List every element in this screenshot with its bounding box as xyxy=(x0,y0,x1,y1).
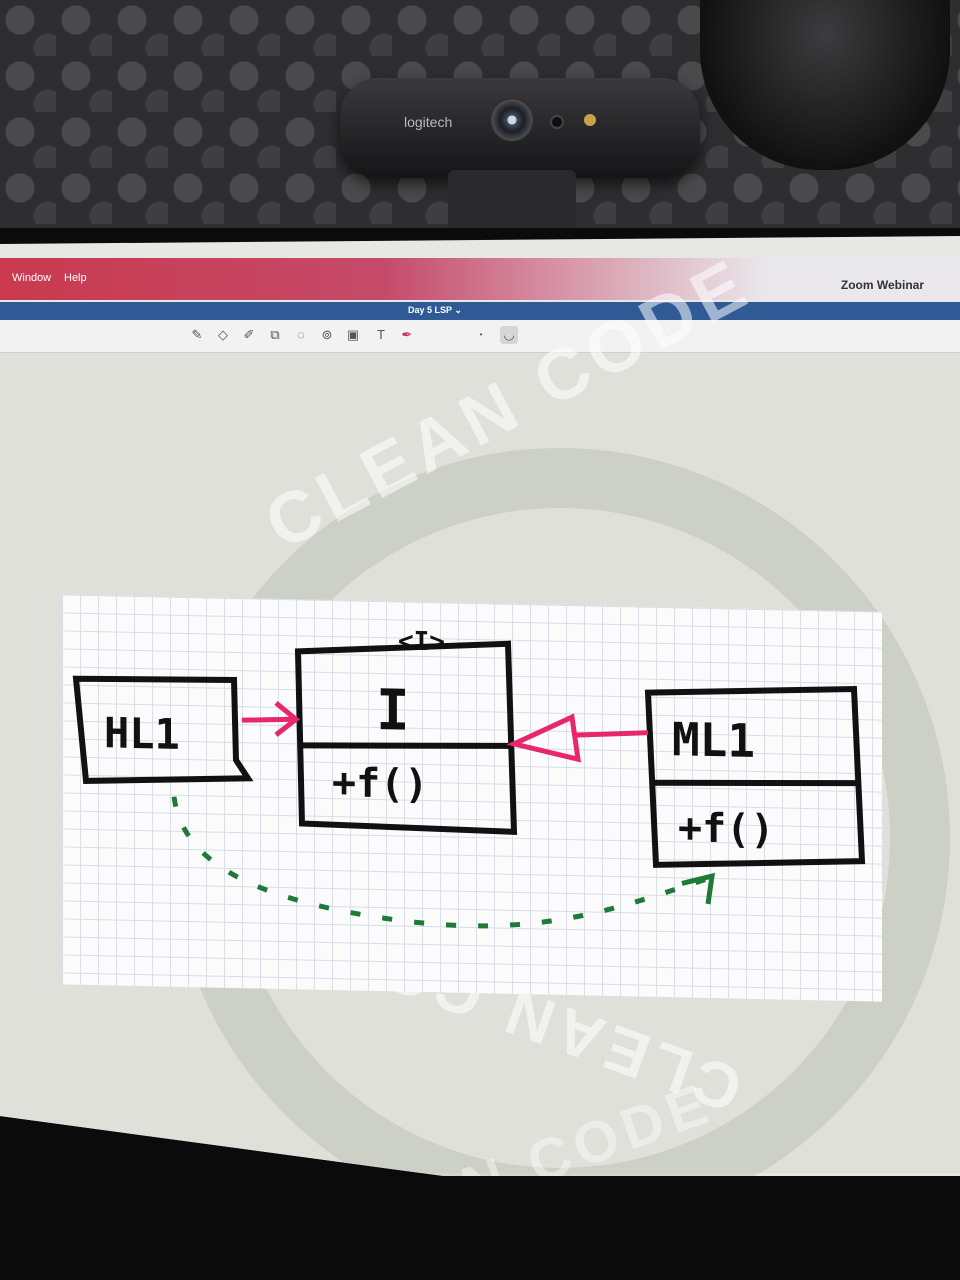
color-icon[interactable]: ✒ xyxy=(401,327,413,342)
whiteboard-canvas[interactable]: CLEAN CODE CLEAN CODE CLEAN CODE HL1 <I>… xyxy=(0,243,960,1176)
interface-label: I xyxy=(376,678,410,744)
dependency-line xyxy=(171,796,711,929)
impl-box xyxy=(644,685,866,868)
monitor-screen: Window Help Zoom Webinar Day 5 LSP ⌄ ✎ ◇… xyxy=(0,236,960,1176)
menu-help[interactable]: Help xyxy=(64,272,87,284)
text-icon[interactable]: T xyxy=(377,327,385,342)
document-title[interactable]: Day 5 LSP ⌄ xyxy=(408,305,462,315)
association-line xyxy=(241,716,295,723)
highlighter-icon[interactable]: ✐ xyxy=(243,327,255,342)
client-box xyxy=(72,675,254,784)
uml-diagram: HL1 <I> I +f() ML1 +f() xyxy=(72,626,866,929)
document-tabbar: Day 5 LSP ⌄ xyxy=(0,302,960,320)
interface-method: +f() xyxy=(332,760,428,808)
lasso-icon[interactable]: ◌ xyxy=(297,327,305,342)
eraser-icon[interactable]: ◇ xyxy=(218,327,228,342)
interface-box xyxy=(294,640,518,836)
webcam-brand: logitech xyxy=(404,114,453,130)
stamp-icon[interactable]: ⊚ xyxy=(321,327,333,342)
association-arrowhead xyxy=(274,700,301,737)
client-label: HL1 xyxy=(104,708,180,759)
interface-divider xyxy=(299,742,513,749)
menu-window[interactable]: Window xyxy=(12,272,52,284)
impl-label: ML1 xyxy=(672,712,755,768)
thickness-dot-icon[interactable]: • xyxy=(479,330,483,339)
impl-method: +f() xyxy=(678,805,774,853)
webcam-lens-icon xyxy=(490,98,534,142)
image-icon[interactable]: ▣ xyxy=(346,327,360,342)
pencil-icon[interactable]: ✎ xyxy=(191,327,203,342)
app-title: Zoom Webinar xyxy=(840,278,924,292)
impl-divider xyxy=(651,779,859,787)
dependency-arrowhead xyxy=(681,872,716,905)
realization-arrowhead xyxy=(506,713,581,763)
interface-stereotype: <I> xyxy=(398,626,445,657)
uml-drawing: HL1 <I> I +f() ML1 +f() xyxy=(62,594,882,1002)
annotation-toolbar: ✎ ◇ ✐ ⧉ ◌ ⊚ ▣ T ✒ • ◡ xyxy=(0,320,960,353)
app-titlebar: Window Help Zoom Webinar xyxy=(0,258,960,300)
line-icon[interactable]: ◡ xyxy=(500,326,518,344)
shapes-icon[interactable]: ⧉ xyxy=(270,327,280,342)
chevron-down-icon[interactable]: ⌄ xyxy=(454,305,462,315)
realization-line xyxy=(573,730,649,738)
webcam-sensor-icon xyxy=(550,115,564,129)
webcam-light-icon xyxy=(584,114,596,126)
webcam: logitech xyxy=(340,78,700,178)
